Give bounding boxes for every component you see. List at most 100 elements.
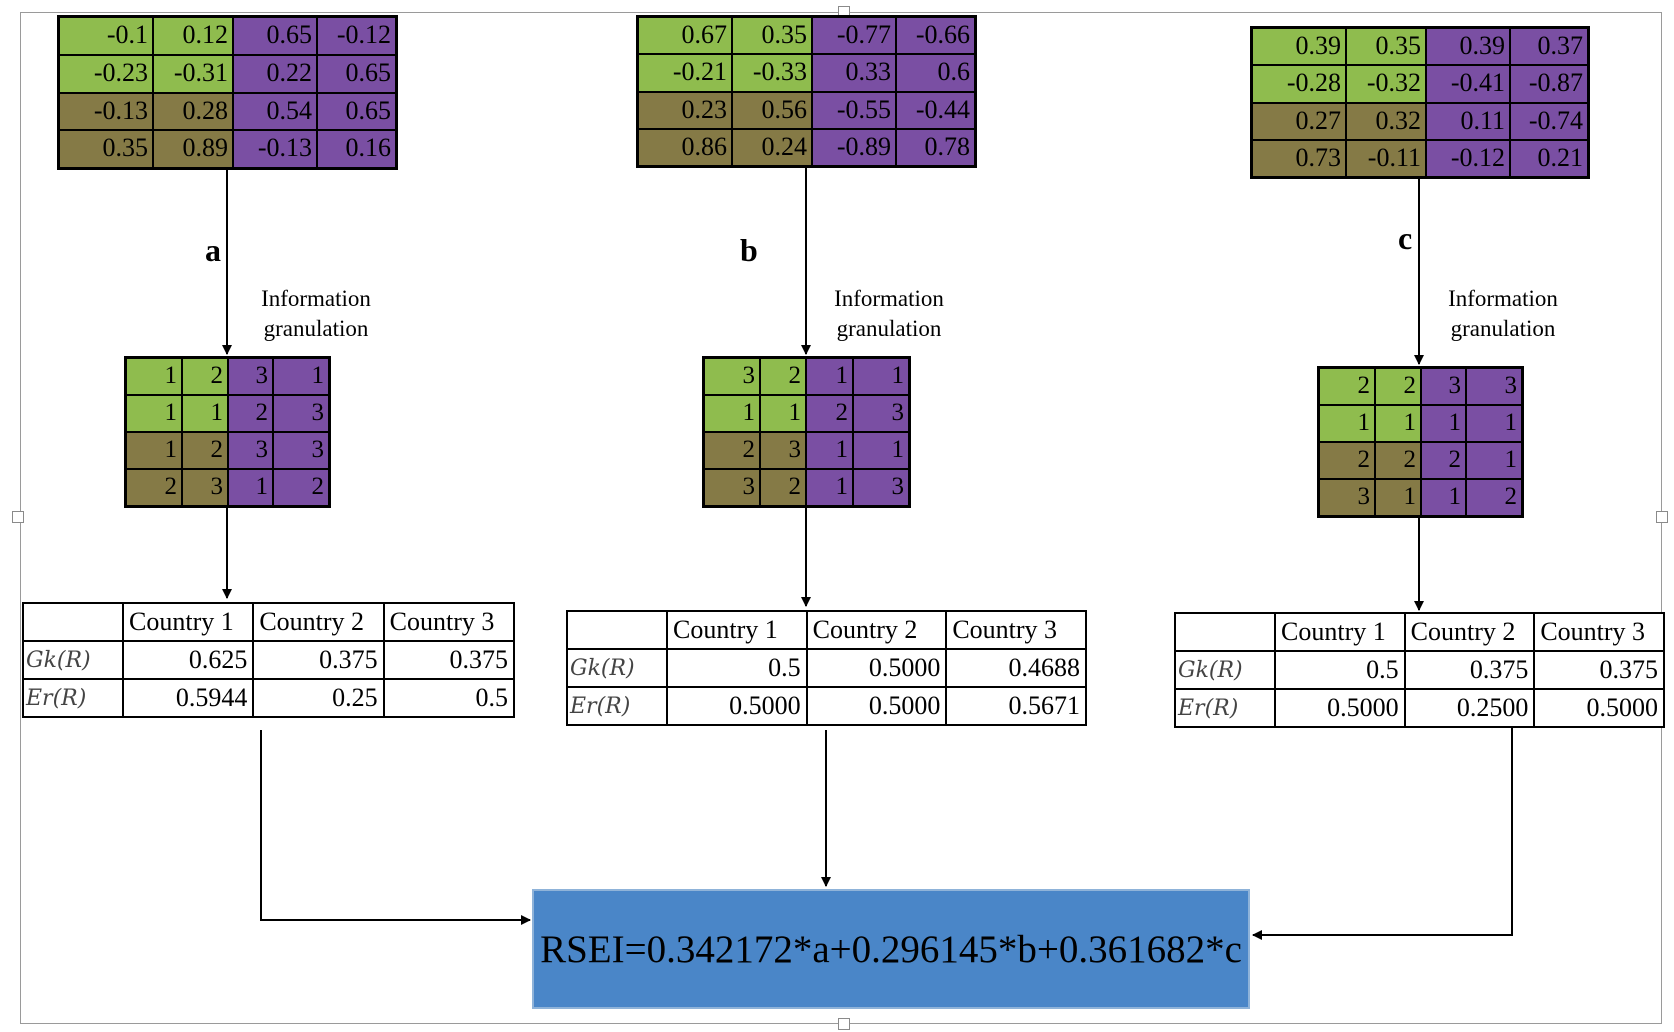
gran-cell: 3 bbox=[704, 358, 760, 395]
gran-cell: 1 bbox=[806, 432, 853, 469]
raw-cell: 0.16 bbox=[317, 130, 396, 168]
gran-cell: 1 bbox=[1375, 479, 1421, 516]
gran-cell: 1 bbox=[228, 469, 273, 506]
gran-cell: 1 bbox=[126, 358, 182, 395]
raw-cell: 0.33 bbox=[812, 54, 896, 92]
raw-cell: 0.54 bbox=[233, 92, 317, 131]
arrow-a-table-to-formula bbox=[260, 730, 531, 925]
raw-cell: 0.24 bbox=[732, 128, 812, 166]
table-cell: 0.5 bbox=[1274, 650, 1406, 690]
raw-cell: 0.37 bbox=[1510, 28, 1588, 66]
column-header: Country 2 bbox=[1403, 612, 1536, 652]
raw-cell: 0.65 bbox=[317, 92, 396, 131]
gran-cell: 2 bbox=[273, 469, 329, 506]
gran-cell: 2 bbox=[806, 395, 853, 432]
row-label: Er(R) bbox=[566, 686, 668, 726]
raw-cell: 0.28 bbox=[153, 92, 233, 131]
gran-cell: 2 bbox=[182, 358, 228, 395]
raw-cell: 0.39 bbox=[1426, 28, 1510, 66]
caption-a-line2: granulation bbox=[263, 316, 369, 341]
table-corner-cell bbox=[1174, 612, 1276, 652]
column-header: Country 2 bbox=[805, 610, 948, 650]
gran-cell: 3 bbox=[182, 469, 228, 506]
column-header: Country 1 bbox=[1274, 612, 1406, 652]
caption-a: Information granulation bbox=[236, 284, 396, 344]
raw-cell: 0.89 bbox=[153, 130, 233, 168]
raw-cell: 0.78 bbox=[896, 128, 975, 166]
raw-cell: 0.12 bbox=[153, 17, 233, 55]
resize-handle-left[interactable] bbox=[12, 511, 24, 523]
caption-a-line1: Information bbox=[261, 286, 371, 311]
raw-cell: 0.32 bbox=[1346, 102, 1426, 140]
raw-cell: 0.86 bbox=[638, 128, 732, 166]
gran-cell: 3 bbox=[760, 432, 806, 469]
resize-handle-right[interactable] bbox=[1656, 511, 1668, 523]
gran-cell: 2 bbox=[760, 469, 806, 506]
panel-letter-a: a bbox=[205, 232, 221, 268]
column-header: Country 1 bbox=[666, 610, 808, 650]
row-label: Gk(R) bbox=[566, 648, 668, 688]
raw-cell: -0.31 bbox=[153, 54, 233, 93]
gran-cell: 3 bbox=[1466, 368, 1522, 405]
gran-cell: 1 bbox=[182, 395, 228, 432]
table-cell: 0.5 bbox=[382, 678, 516, 718]
raw-cell: 0.67 bbox=[638, 17, 732, 55]
raw-cell: 0.73 bbox=[1252, 139, 1346, 177]
row-label: Er(R) bbox=[1174, 688, 1276, 728]
raw-cell: -0.33 bbox=[732, 54, 812, 92]
caption-b: Information granulation bbox=[809, 284, 969, 344]
gran-cell: 3 bbox=[228, 358, 273, 395]
table-corner-cell bbox=[22, 602, 124, 642]
column-header: Country 3 bbox=[382, 602, 516, 642]
gran-cell: 1 bbox=[1466, 442, 1522, 479]
raw-cell: 0.6 bbox=[896, 54, 975, 92]
table-corner-cell bbox=[566, 610, 668, 650]
gran-cell: 1 bbox=[1375, 405, 1421, 442]
column-header: Country 3 bbox=[945, 610, 1087, 650]
gran-cell: 1 bbox=[760, 395, 806, 432]
raw-cell: 0.65 bbox=[317, 54, 396, 93]
panel-letter-b: b bbox=[740, 232, 758, 268]
raw-cell: -0.89 bbox=[812, 128, 896, 166]
caption-b-line2: granulation bbox=[836, 316, 942, 341]
raw-cell: 0.21 bbox=[1510, 139, 1588, 177]
table-cell: 0.5 bbox=[666, 648, 808, 688]
gran-cell: 3 bbox=[853, 395, 909, 432]
rsei-formula-box: RSEI=0.342172*a+0.296145*b+0.361682*c bbox=[532, 889, 1250, 1009]
table-cell: 0.375 bbox=[252, 640, 385, 680]
gran-cell: 1 bbox=[1319, 405, 1375, 442]
table-cell: 0.5000 bbox=[805, 648, 948, 688]
table-cell: 0.5671 bbox=[945, 686, 1087, 726]
raw-cell: -0.12 bbox=[1426, 139, 1510, 177]
gran-cell: 2 bbox=[1319, 368, 1375, 405]
gran-cell: 1 bbox=[1421, 479, 1466, 516]
column-header: Country 3 bbox=[1533, 612, 1665, 652]
gran-cell: 1 bbox=[806, 469, 853, 506]
row-label: Gk(R) bbox=[22, 640, 124, 680]
row-label: Er(R) bbox=[22, 678, 124, 718]
panel-letter-c: c bbox=[1398, 220, 1413, 256]
table-cell: 0.375 bbox=[1403, 650, 1536, 690]
table-cell: 0.5000 bbox=[805, 686, 948, 726]
caption-c-line2: granulation bbox=[1450, 316, 1556, 341]
column-header: Country 2 bbox=[252, 602, 385, 642]
gran-cell: 3 bbox=[228, 432, 273, 469]
raw-cell: 0.27 bbox=[1252, 102, 1346, 140]
resize-handle-bottom[interactable] bbox=[838, 1018, 850, 1030]
gran-cell: 2 bbox=[228, 395, 273, 432]
raw-cell: 0.56 bbox=[732, 91, 812, 129]
table-cell: 0.5000 bbox=[1274, 688, 1406, 728]
gran-cell: 2 bbox=[1421, 442, 1466, 479]
raw-cell: -0.21 bbox=[638, 54, 732, 92]
